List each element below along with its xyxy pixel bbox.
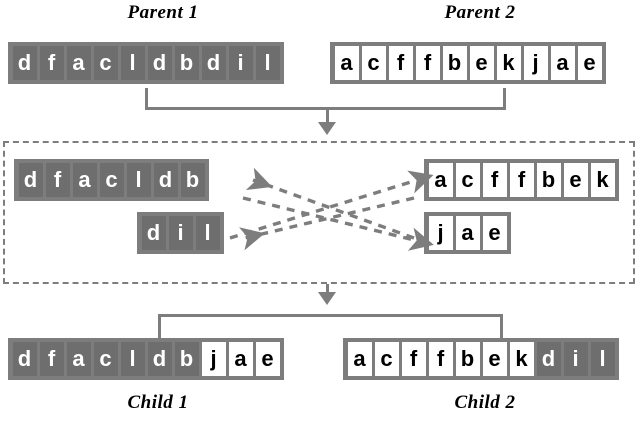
child1-label: Child 1 — [127, 392, 189, 413]
gene-cell: d — [18, 163, 43, 197]
gene-cell: c — [374, 342, 399, 376]
gene-cell: i — [563, 342, 588, 376]
gene-cell: i — [228, 46, 253, 80]
child1-drop-line — [158, 314, 161, 338]
gene-cell: l — [120, 46, 145, 80]
crossover-region — [3, 141, 635, 284]
gene-cell: f — [509, 163, 534, 197]
parents-join-line — [145, 107, 506, 110]
parent1-label: Parent 1 — [127, 2, 199, 23]
gene-cell: b — [180, 163, 205, 197]
gene-cell: a — [66, 46, 91, 80]
gene-cell: l — [195, 216, 220, 250]
gene-cell: b — [174, 342, 199, 376]
gene-cell: f — [39, 342, 64, 376]
gene-cell: b — [536, 163, 561, 197]
parent2-drop-line — [503, 88, 506, 110]
gene-cell: c — [361, 46, 386, 80]
gene-cell: e — [482, 216, 507, 250]
gene-cell: d — [12, 342, 37, 376]
gene-cell: a — [455, 216, 480, 250]
gene-cell: j — [523, 46, 548, 80]
gene-cell: b — [174, 46, 199, 80]
gene-cell: f — [388, 46, 413, 80]
children-split-arrow — [318, 292, 336, 305]
gene-cell: e — [469, 46, 494, 80]
gene-cell: c — [455, 163, 480, 197]
parent2-label: Parent 2 — [444, 2, 516, 23]
gene-cell: c — [99, 163, 124, 197]
gene-cell: a — [228, 342, 253, 376]
gene-cell: e — [563, 163, 588, 197]
gene-cell: j — [428, 216, 453, 250]
parent1-drop-line — [145, 88, 148, 110]
gene-cell: c — [93, 46, 118, 80]
gene-cell: a — [428, 163, 453, 197]
gene-cell: f — [428, 342, 453, 376]
parents-merge-stem — [326, 107, 329, 123]
gene-cell: a — [550, 46, 575, 80]
gene-cell: a — [72, 163, 97, 197]
gene-cell: b — [442, 46, 467, 80]
gene-cell: c — [93, 342, 118, 376]
gene-cell: f — [401, 342, 426, 376]
gene-cell: l — [255, 46, 280, 80]
child2-label: Child 2 — [454, 392, 516, 413]
gene-cell: l — [120, 342, 145, 376]
gene-cell: k — [509, 342, 534, 376]
parents-merge-arrow — [318, 122, 336, 135]
gene-cell: d — [153, 163, 178, 197]
gene-cell: e — [577, 46, 602, 80]
gene-cell: k — [496, 46, 521, 80]
children-split-line — [158, 314, 503, 317]
gene-cell: a — [347, 342, 372, 376]
gene-cell: d — [536, 342, 561, 376]
gene-cell: d — [201, 46, 226, 80]
gene-cell: i — [168, 216, 193, 250]
gene-cell: d — [147, 46, 172, 80]
gene-cell: k — [590, 163, 615, 197]
gene-cell: f — [45, 163, 70, 197]
gene-cell: f — [415, 46, 440, 80]
children-merge-stem — [326, 284, 329, 295]
gene-cell: f — [482, 163, 507, 197]
gene-cell: a — [66, 342, 91, 376]
gene-cell: e — [255, 342, 280, 376]
gene-cell: f — [39, 46, 64, 80]
gene-cell: j — [201, 342, 226, 376]
gene-cell: a — [334, 46, 359, 80]
child2-drop-line — [500, 314, 503, 338]
gene-cell: l — [590, 342, 615, 376]
gene-cell: b — [455, 342, 480, 376]
gene-cell: d — [12, 46, 37, 80]
gene-cell: d — [141, 216, 166, 250]
gene-cell: d — [147, 342, 172, 376]
gene-cell: l — [126, 163, 151, 197]
gene-cell: e — [482, 342, 507, 376]
